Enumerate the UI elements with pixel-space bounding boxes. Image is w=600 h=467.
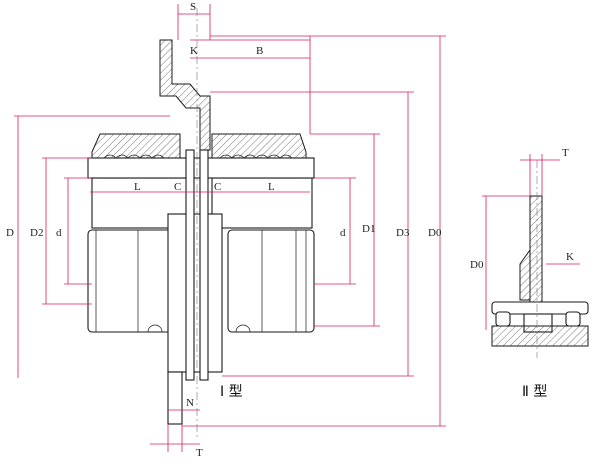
type2-nut-right bbox=[565, 311, 581, 327]
label-D3: D3 bbox=[396, 227, 410, 239]
left-flange bbox=[91, 133, 181, 159]
type-1-assembly bbox=[87, 8, 315, 440]
right-flange bbox=[211, 133, 307, 159]
label-d-right: d bbox=[340, 227, 346, 239]
center-plate-a bbox=[185, 149, 195, 381]
brake-arm bbox=[159, 39, 211, 151]
caption-type-1: Ⅰ 型 bbox=[220, 384, 243, 400]
brake-disc bbox=[167, 213, 223, 373]
type2-nut-left bbox=[495, 311, 511, 327]
dimension-lines bbox=[14, 4, 446, 452]
center-plate-b bbox=[199, 149, 209, 381]
label-K: K bbox=[190, 45, 198, 57]
type-2-assembly bbox=[482, 154, 589, 358]
disc-rim bbox=[167, 371, 183, 425]
right-sleeve bbox=[227, 229, 315, 333]
right-hub-body bbox=[211, 177, 313, 229]
label-C-right: C bbox=[214, 181, 221, 193]
label-D1: D1 bbox=[362, 223, 375, 235]
label-L-left: L bbox=[134, 181, 141, 193]
caption-type-2: Ⅱ 型 bbox=[522, 384, 547, 400]
label-L-right: L bbox=[268, 181, 275, 193]
label-N: N bbox=[186, 397, 194, 409]
label-T-right: T bbox=[562, 147, 569, 159]
label-T-bottom: T bbox=[196, 447, 203, 459]
type2-base bbox=[491, 325, 589, 347]
type2-vertical-plate bbox=[529, 195, 543, 307]
label-K-right: K bbox=[566, 251, 574, 263]
label-D: D bbox=[6, 227, 14, 239]
label-D2: D2 bbox=[30, 227, 43, 239]
label-B: B bbox=[256, 45, 263, 57]
label-S: S bbox=[190, 1, 196, 13]
label-d-left: d bbox=[56, 227, 62, 239]
label-C-left: C bbox=[174, 181, 181, 193]
label-D0: D0 bbox=[428, 227, 442, 239]
type2-step bbox=[519, 248, 531, 301]
label-D0-right: D0 bbox=[470, 259, 484, 271]
